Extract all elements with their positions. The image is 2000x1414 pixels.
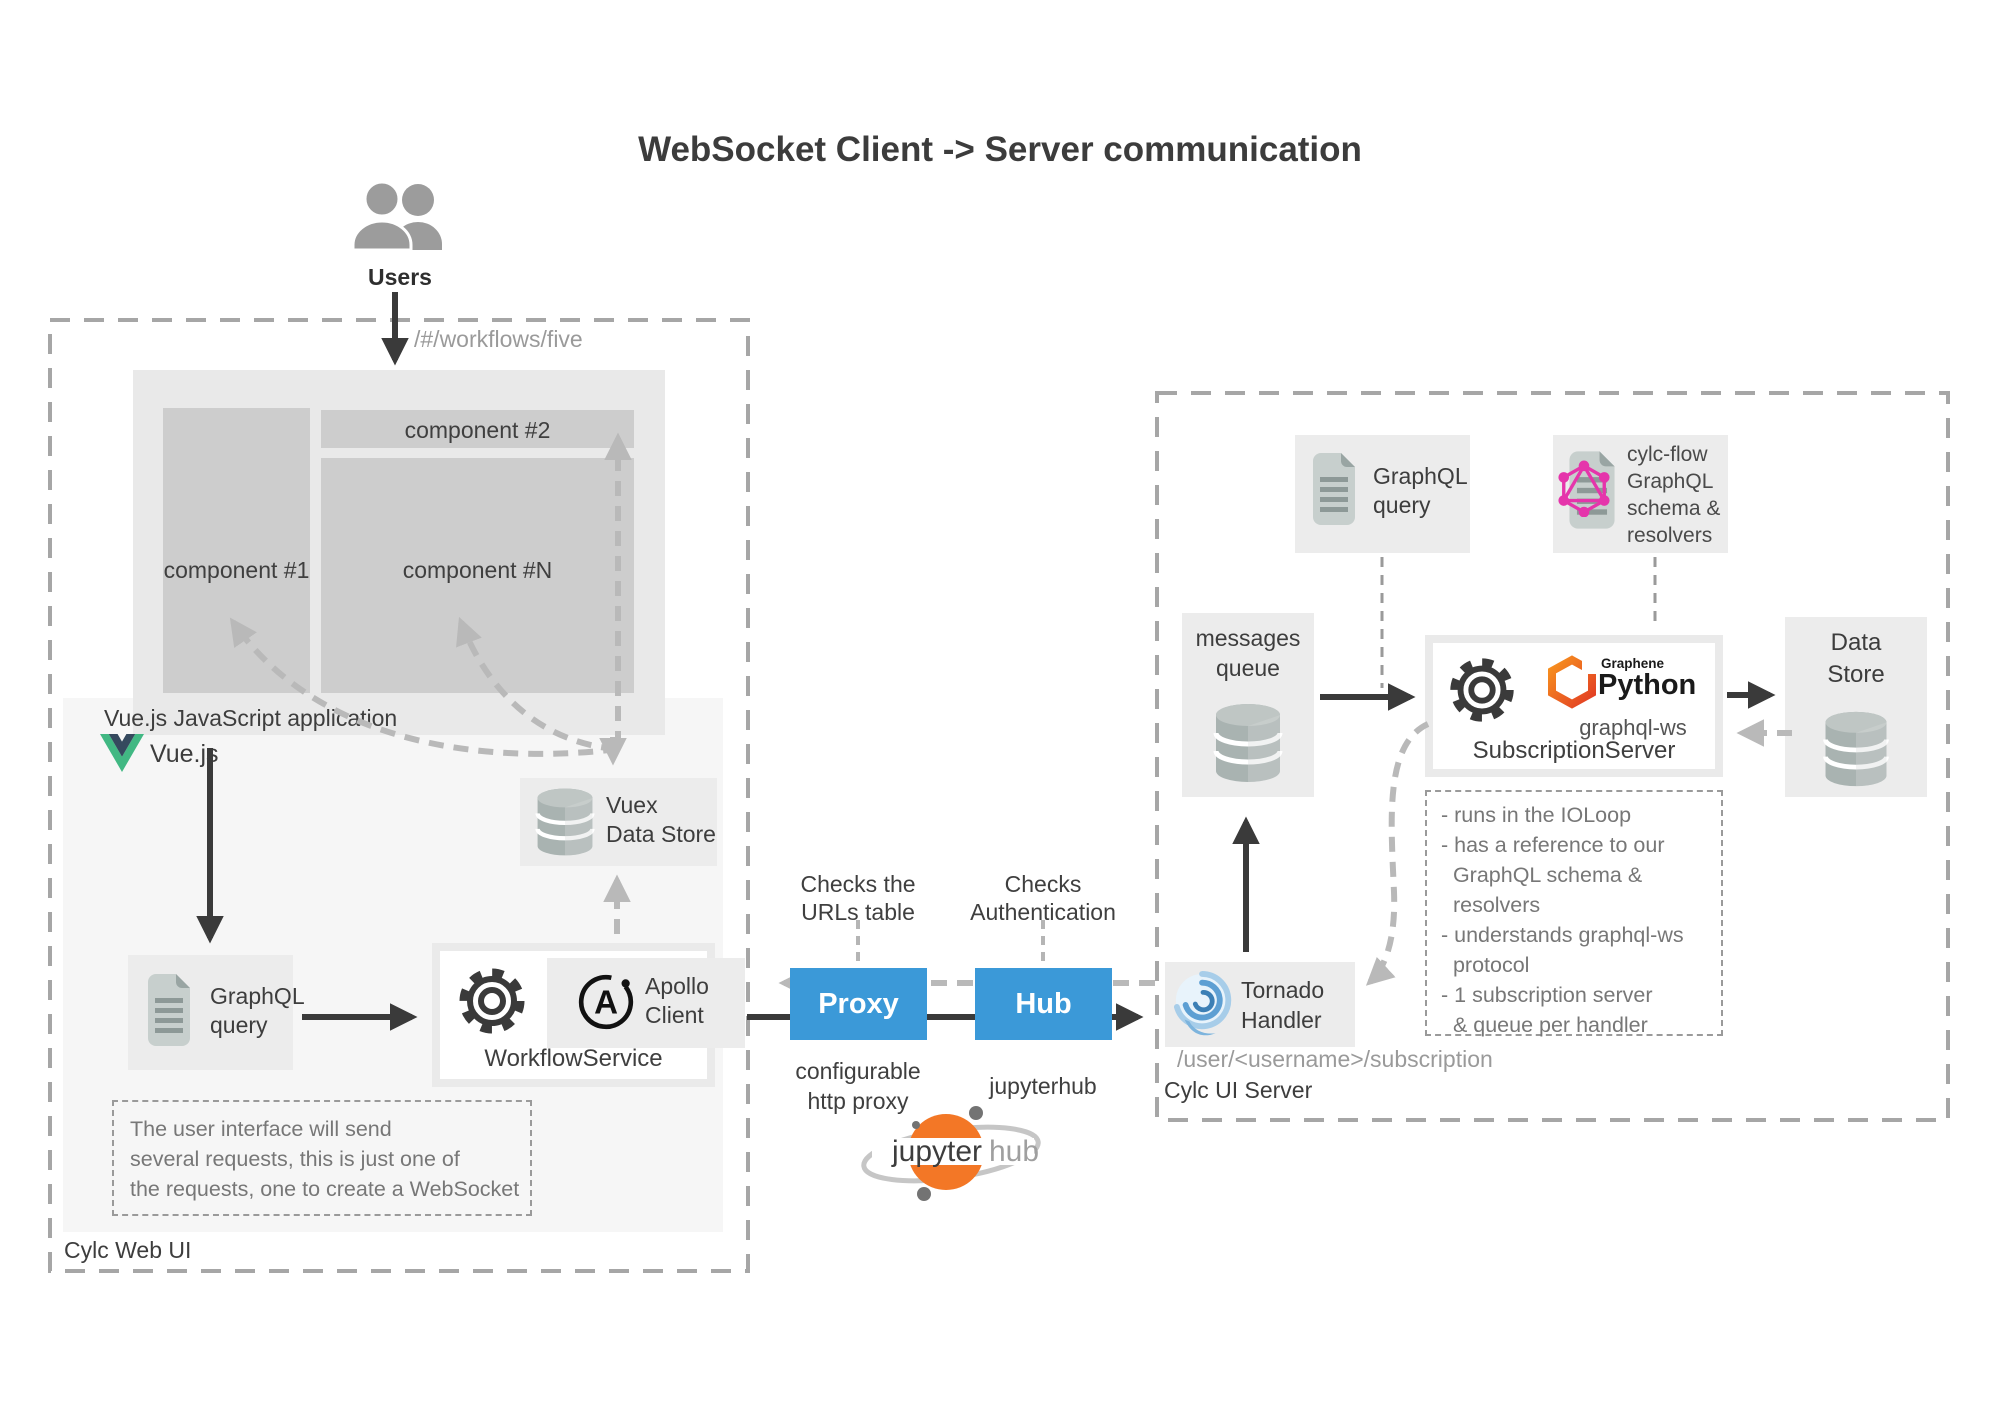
graphql-icon (1558, 460, 1610, 517)
gear-icon (1450, 658, 1514, 722)
database-icon (535, 788, 595, 856)
schema-line: schema & (1627, 497, 1721, 520)
cylc-flow-schema-box: cylc-flow GraphQL schema & resolvers (1553, 435, 1728, 553)
subscription-server-label: SubscriptionServer (1472, 737, 1676, 764)
note-line: the requests, one to create a WebSocket (130, 1177, 520, 1201)
vue-label: Vue.js (150, 740, 219, 768)
cylc-ui-server-label: Cylc UI Server (1164, 1077, 1313, 1103)
vuex-label-line2: Data Store (606, 821, 716, 847)
apollo-icon: A (578, 974, 634, 1030)
apollo-label-line1: Apollo (645, 973, 709, 999)
schema-line: GraphQL (1627, 470, 1714, 493)
graphql-query-box-left: GraphQL query (128, 955, 305, 1070)
component-2-label: component #2 (404, 417, 551, 443)
subscription-server-note: - runs in the IOLoop - has a reference t… (1425, 790, 1723, 1037)
messages-queue-box: messages queue (1182, 613, 1314, 797)
graphql-query-line2: query (210, 1012, 268, 1038)
graphql-query-line1: GraphQL (210, 983, 305, 1009)
component-n-label: component #N (402, 557, 553, 583)
hub-caption: jupyterhub (989, 1073, 1097, 1099)
note-line: resolvers (1441, 893, 1541, 917)
hub-check-line1: Checks (1004, 871, 1082, 897)
component-1-box (163, 408, 310, 693)
data-store-box: Data Store (1785, 617, 1927, 797)
data-store-line1: Data (1830, 629, 1882, 656)
proxy-caption-line2: http proxy (807, 1088, 909, 1114)
workflow-service-label: WorkflowService (484, 1045, 663, 1072)
graphene-icon (1548, 655, 1597, 709)
note-line: - understands graphql-ws (1441, 923, 1684, 947)
hub-check-line2: Authentication (970, 899, 1116, 925)
tornado-line1: Tornado (1241, 977, 1325, 1003)
proxy-check-line2: URLs table (801, 899, 915, 925)
schema-line: resolvers (1627, 524, 1713, 547)
note-line: several requests, this is just one of (130, 1147, 460, 1171)
note-line: The user interface will send (130, 1117, 392, 1141)
graphql-query-line1: GraphQL (1373, 463, 1468, 489)
subscription-server-box: Graphene Python graphql-ws SubscriptionS… (1425, 635, 1723, 777)
page-title: WebSocket Client -> Server communication (638, 130, 1362, 169)
python-label: Python (1598, 669, 1697, 701)
graphql-query-line2: query (1373, 492, 1431, 518)
document-icon (1313, 453, 1355, 525)
tornado-handler-box: Tornado Handler (1165, 962, 1355, 1047)
jupyterhub-logo: jupyter hub (861, 1106, 1041, 1201)
logo-hub-text: hub (989, 1135, 1039, 1168)
apollo-label-line2: Client (645, 1002, 704, 1028)
apollo-client-box: A Apollo Client (547, 958, 745, 1048)
vuex-label-line1: Vuex (606, 792, 658, 818)
web-ui-note: The user interface will send several req… (112, 1100, 532, 1216)
proxy-box: Proxy (790, 968, 927, 1040)
graphql-query-box-right: GraphQL query (1295, 435, 1470, 553)
hub-box: Hub (975, 968, 1112, 1040)
logo-jupyter-text: jupyter (891, 1135, 982, 1168)
gear-icon (459, 968, 525, 1034)
note-line: - has a reference to our (1441, 833, 1665, 857)
component-1-label: component #1 (163, 557, 310, 583)
schema-line: cylc-flow (1627, 443, 1708, 466)
note-line: - 1 subscription server (1441, 983, 1653, 1007)
subscription-route-label: /user/<username>/subscription (1177, 1046, 1493, 1072)
workflows-route-label: /#/workflows/five (414, 326, 583, 352)
users-label: Users (368, 264, 432, 290)
vue-app-caption: Vue.js JavaScript application (104, 705, 398, 731)
note-line: & queue per handler (1441, 1013, 1648, 1037)
note-line: GraphQL schema & (1441, 863, 1643, 887)
graphql-ws-label: graphql-ws (1579, 715, 1687, 740)
subscription-to-tornado-dashed-arrow (1365, 721, 1430, 986)
proxy-check-line1: Checks the (800, 871, 916, 897)
graphene-label: Graphene (1601, 656, 1665, 671)
data-store-line2: Store (1827, 661, 1885, 688)
messages-queue-line1: messages (1195, 625, 1301, 651)
cylc-web-ui-label: Cylc Web UI (64, 1237, 192, 1263)
users-icon (351, 180, 442, 252)
component-2-box (321, 410, 634, 448)
tornado-icon (1173, 971, 1232, 1036)
messages-queue-line2: queue (1216, 655, 1280, 681)
tornado-line2: Handler (1241, 1007, 1322, 1033)
vuex-data-store-box: Vuex Data Store (520, 778, 717, 866)
document-icon (148, 974, 190, 1046)
note-line: - runs in the IOLoop (1441, 803, 1632, 827)
database-icon (1823, 711, 1889, 787)
note-line: protocol (1441, 953, 1530, 977)
apollo-a-glyph: A (594, 984, 618, 1021)
vuejs-icon (100, 734, 144, 772)
proxy-caption-line1: configurable (795, 1058, 921, 1084)
database-icon (1213, 704, 1283, 782)
